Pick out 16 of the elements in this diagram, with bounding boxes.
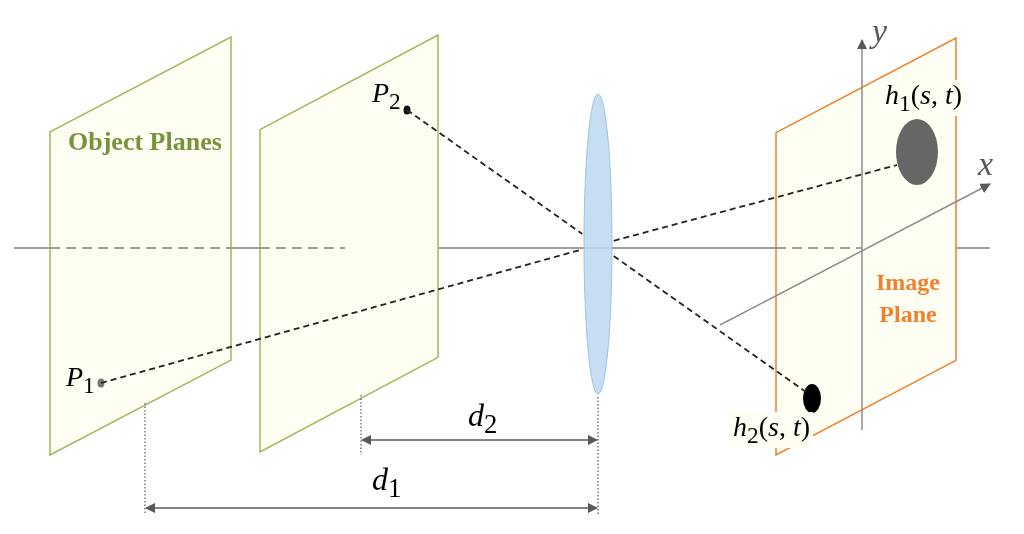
- spot: [896, 119, 938, 185]
- dimension-label: d$_{2}$: [468, 398, 498, 440]
- heading-label: Object Planes: [68, 128, 222, 157]
- light-ray: [612, 164, 898, 242]
- axis-label: x: [978, 145, 994, 183]
- plane-label: Image Plane: [875, 268, 941, 329]
- light-ray: [612, 255, 807, 393]
- object-plane: [50, 37, 231, 455]
- light-ray: [406, 109, 584, 235]
- dimension-label: d$_{1}$: [372, 462, 402, 504]
- lens: [583, 93, 613, 395]
- object-plane: [260, 35, 438, 452]
- spot: [803, 384, 821, 413]
- point-name: P$_{2}$: [372, 78, 401, 116]
- function-label: h$_{2}$(s, t): [730, 412, 813, 449]
- point-name: P$_{1}$: [66, 362, 95, 400]
